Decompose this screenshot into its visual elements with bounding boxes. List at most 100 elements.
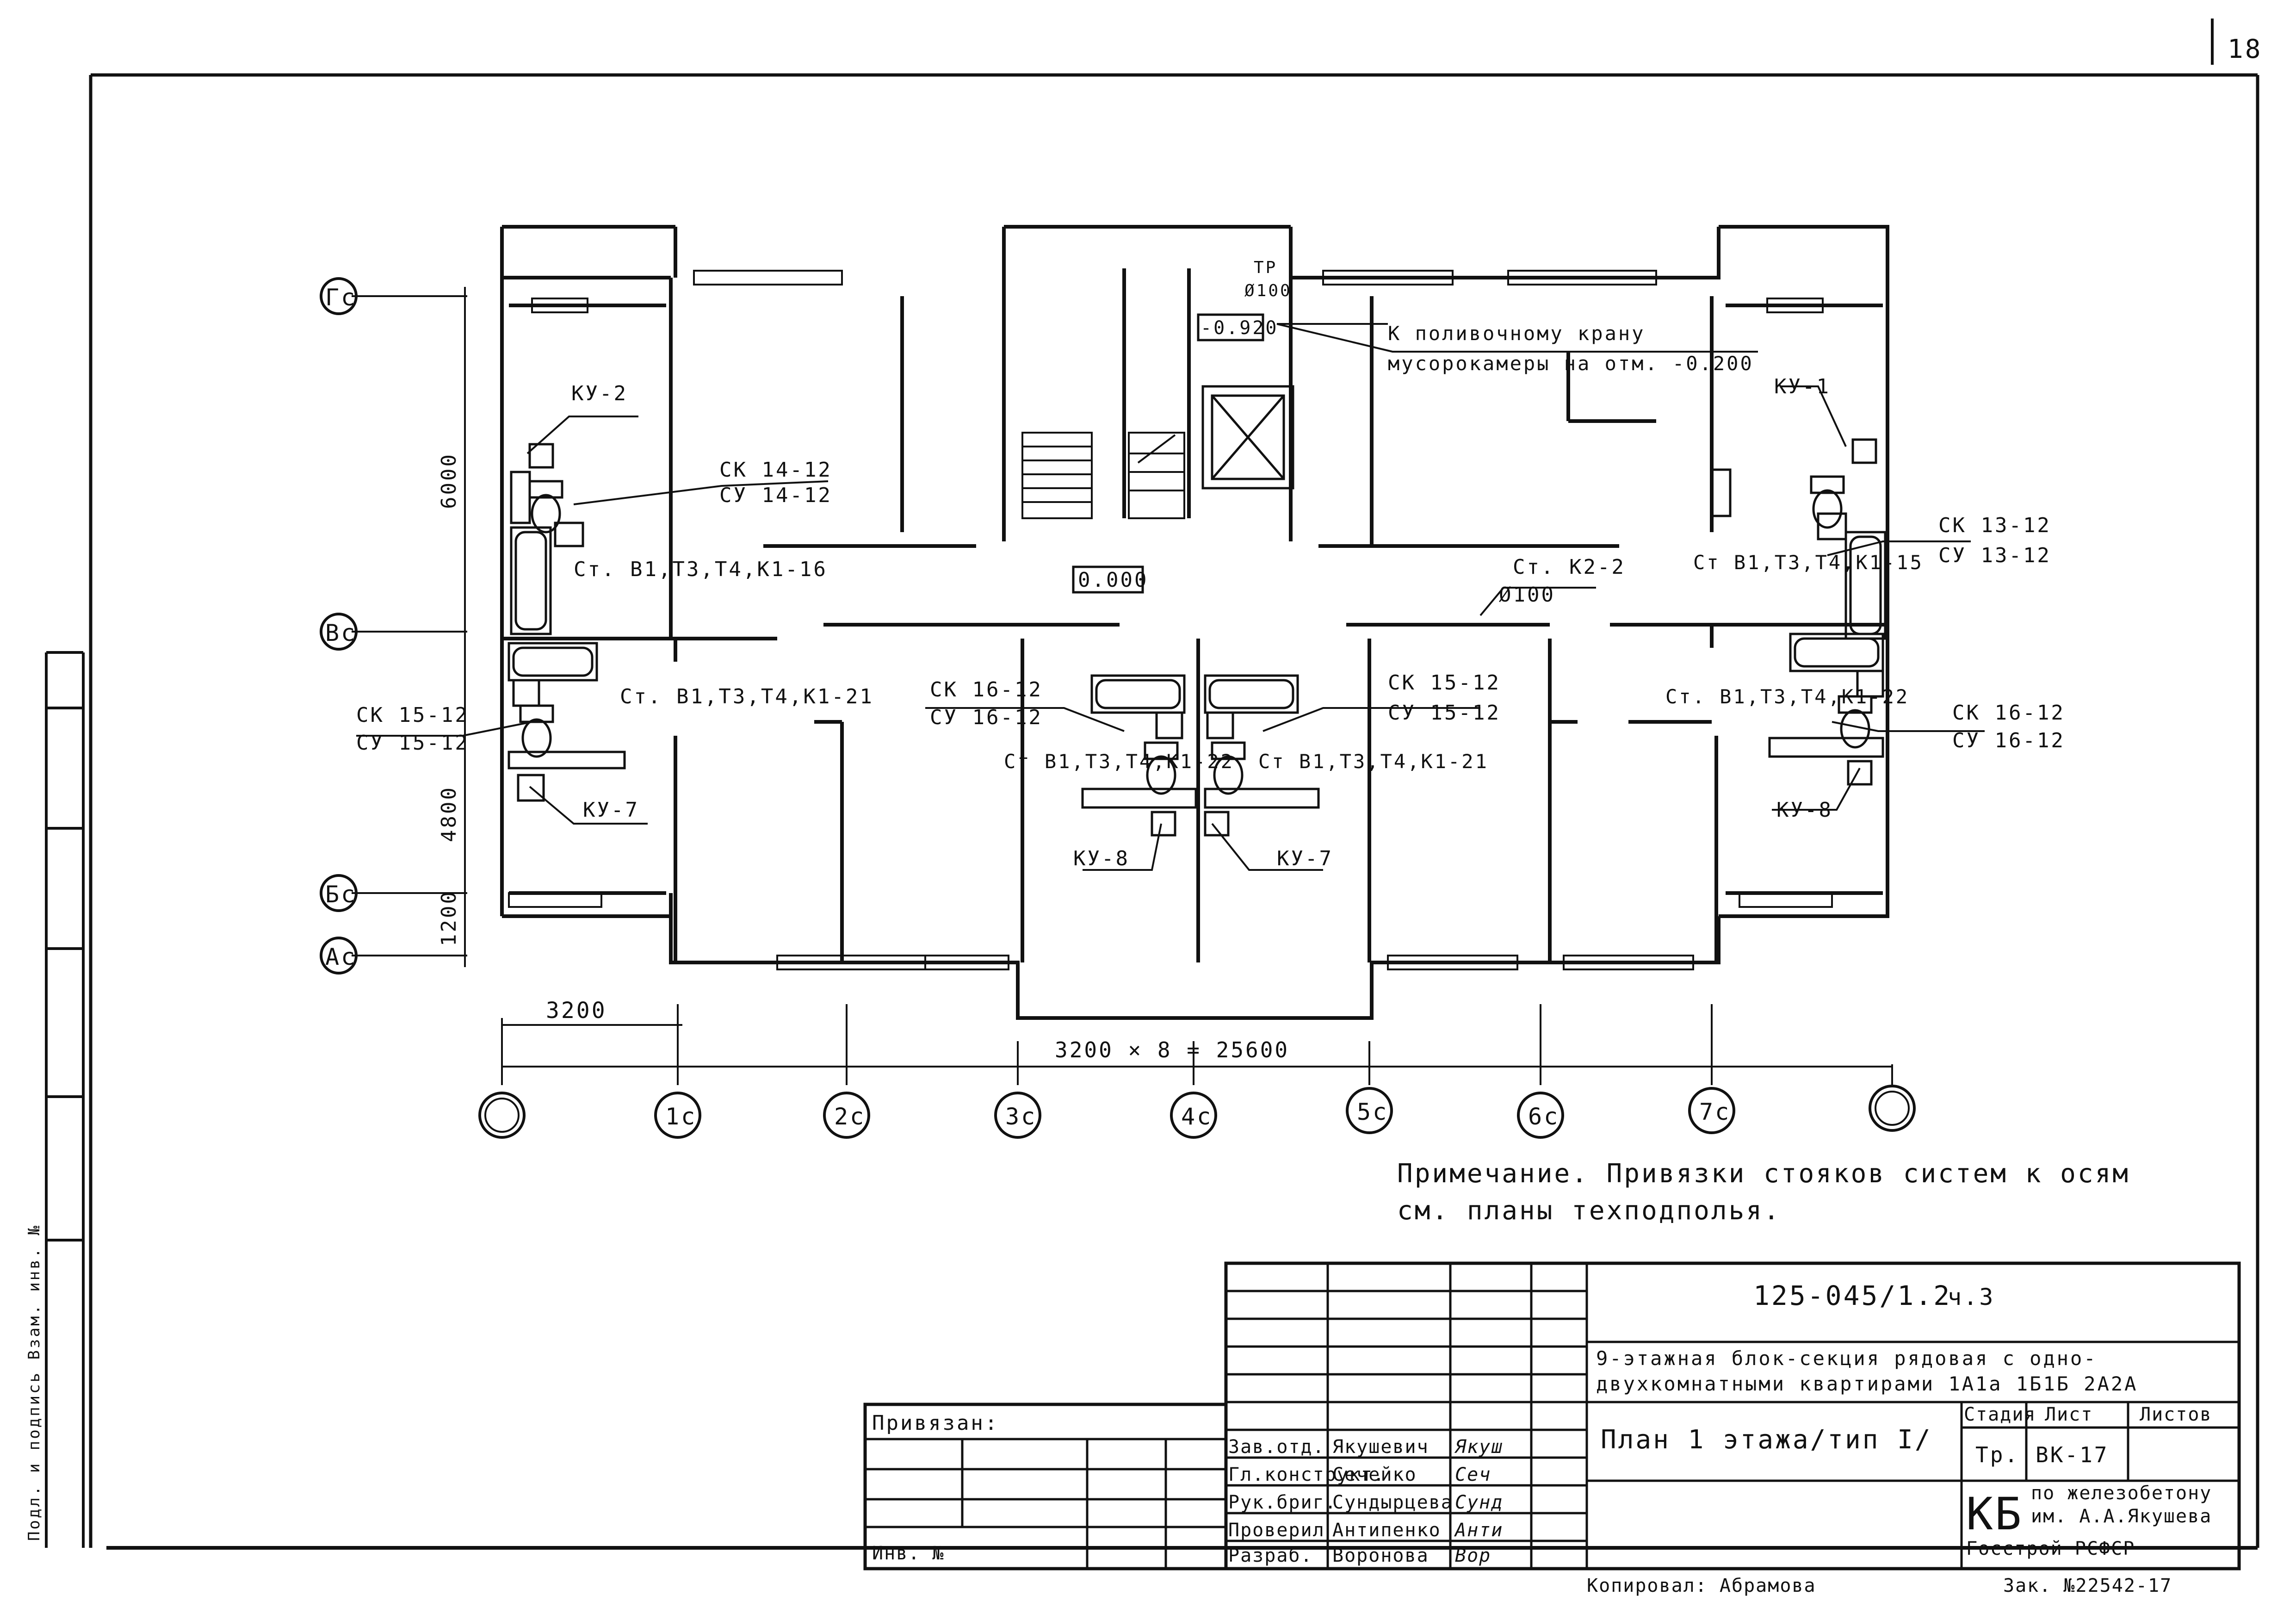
label-su13: СУ 13-12 (1938, 544, 2051, 567)
inv-label: Инв. № (872, 1543, 945, 1564)
axis-label-a: Ас (325, 944, 357, 970)
label-ku8-right: КУ-8 (1776, 798, 1833, 822)
sign-mark-3: Сунд (1455, 1492, 1503, 1513)
label-sk14: СК 14-12 (719, 458, 832, 482)
label-st22-center: Ст В1,Т3,Т4,К1-22 (1004, 750, 1234, 773)
title-line-2: двухкомнатными квартирами 1А1а 1Б1Б 2А2А (1596, 1372, 2138, 1395)
label-su15-left: СУ 15-12 (356, 731, 469, 755)
label-su16-center: СУ 16-12 (930, 706, 1043, 729)
binding-stamp-text: Подл. и подпись Взам. инв. № (25, 1224, 43, 1541)
sheet-frame (89, 19, 2259, 1550)
dim-total: 3200 × 8 = 25600 (1055, 1037, 1289, 1062)
label-tp-diam: Ø100 (1244, 281, 1292, 300)
doc-part: ч.3 (1948, 1284, 1995, 1310)
axis-label-4: 4с (1181, 1103, 1213, 1130)
label-st15: Ст В1,Т3,Т4,К1-15 (1693, 551, 1924, 574)
org-line-1: по железобетону (2031, 1483, 2212, 1504)
label-st21-left: Ст. В1,Т3,Т4,К1-21 (620, 685, 874, 708)
axis-label-b: Бс (325, 881, 357, 908)
label-sk13: СК 13-12 (1938, 514, 2051, 537)
sign-mark-4: Анти (1454, 1520, 1503, 1541)
sign-name-3: Сундырцева (1332, 1492, 1453, 1513)
label-sk16-right: СК 16-12 (1952, 701, 2065, 725)
axis-label-v: Вс (325, 620, 357, 646)
col-sheets: Листов (2140, 1404, 2212, 1425)
sign-role-2: Гл.конструкт. (1228, 1464, 1385, 1485)
label-ku7-center: КУ-7 (1277, 847, 1333, 870)
sign-role-5: Разраб. (1228, 1545, 1313, 1566)
col-stage: Стадия (1964, 1404, 2036, 1425)
label-stk2: Ст. К2-2 (1513, 555, 1626, 579)
label-su16-right: СУ 16-12 (1952, 729, 2065, 752)
title-line-1: 9-этажная блок-секция рядовая с одно- (1596, 1347, 2098, 1370)
sign-role-4: Проверил (1228, 1520, 1325, 1541)
sign-mark-1: Якуш (1454, 1436, 1503, 1458)
sign-name-4: Антипенко (1332, 1520, 1441, 1541)
label-faucet-2: мусорокамеры на отм. -0.200 (1388, 352, 1754, 375)
building-outline (500, 225, 1889, 1020)
pipe-mark-box (1197, 313, 1264, 341)
sign-name-1: Якушевич (1332, 1436, 1429, 1458)
floor-level: 0.000 (1078, 568, 1148, 592)
label-sk15-left: СК 15-12 (356, 703, 469, 727)
pipe-mark: -0.920 (1201, 317, 1279, 339)
bathroom-fixtures (507, 438, 1887, 837)
label-ku7-left: КУ-7 (583, 798, 639, 822)
org-line-3: Госстрой РСФСР (1966, 1538, 2135, 1559)
axis-label-g: Гс (325, 284, 357, 311)
stage-value: Тр. (1975, 1442, 2019, 1467)
note-line-1: Примечание. Привязки стояков систем к ос… (1397, 1159, 2130, 1189)
stair-flight (1021, 432, 1185, 519)
dim-6000: 6000 (437, 453, 461, 509)
axis-label-5: 5с (1357, 1099, 1388, 1125)
dim-1200: 1200 (437, 890, 461, 946)
label-st22-right: Ст. В1,Т3,Т4,К1-22 (1665, 685, 1909, 708)
title-block-grid (863, 1261, 2241, 1571)
sign-role-1: Зав.отд. (1228, 1436, 1325, 1458)
axis-grid (320, 277, 1916, 1139)
sign-mark-2: Сеч (1455, 1464, 1491, 1485)
signature-rows: Зав.отд. Якушевич Якуш Гл.конструкт. Сеч… (1228, 1436, 1503, 1566)
title-block-text: 125-045/1.2 ч.3 9-этажная блок-секция ря… (872, 1280, 2212, 1596)
col-sheet: Лист (2045, 1404, 2093, 1425)
label-ku2: КУ-2 (571, 382, 628, 405)
dim-3200: 3200 (546, 998, 607, 1024)
label-st16: Ст. В1,Т3,Т4,К1-16 (574, 558, 828, 581)
windows (508, 270, 1833, 970)
axis-labels: Гс Вс Бс Ас 1с 2с 3с 4с 5с 6с 7с (325, 284, 1731, 1130)
axis-label-6: 6с (1528, 1103, 1560, 1130)
sign-name-2: Сечейко (1332, 1464, 1417, 1485)
label-su15-center: СУ 15-12 (1388, 701, 1501, 725)
plan-annotations: ТР Ø100 К поливочному крану мусорокамеры… (356, 258, 2065, 870)
label-st21-center: Ст В1,Т3,Т4,К1-21 (1258, 750, 1489, 773)
dim-4800: 4800 (437, 786, 461, 842)
org-line-2: им. А.А.Якушева (2031, 1506, 2212, 1527)
sign-role-3: Рук.бриг. (1228, 1492, 1337, 1513)
sheet-value: ВК-17 (2036, 1442, 2109, 1467)
order-number: Зак. №22542-17 (2003, 1575, 2172, 1596)
axis-label-7: 7с (1699, 1099, 1731, 1125)
axis-label-3: 3с (1005, 1103, 1037, 1130)
binding-strip (45, 651, 85, 1548)
axis-label-2: 2с (834, 1103, 866, 1130)
note-line-2: см. планы техподполья. (1397, 1196, 1781, 1226)
label-sk15-center: СК 15-12 (1388, 671, 1501, 695)
drawing-name: План 1 этажа/тип I/ (1601, 1425, 1932, 1455)
sheet-number: 18 (2228, 34, 2262, 64)
leader-lines (356, 323, 1985, 871)
org-logo: КБ (1966, 1488, 2024, 1540)
label-tp: ТР (1254, 258, 1277, 277)
label-faucet-1: К поливочному крану (1388, 322, 1645, 345)
elevator-shaft (1201, 385, 1294, 490)
bound-label: Привязан: (872, 1411, 999, 1435)
label-sk16-center: СК 16-12 (930, 678, 1043, 701)
floor-level-box (1072, 565, 1144, 594)
label-ku1: КУ-1 (1774, 375, 1831, 398)
axis-label-1: 1с (665, 1103, 697, 1130)
copied-by: Копировал: Абрамова (1587, 1575, 1816, 1596)
label-su14: СУ 14-12 (719, 484, 832, 507)
sign-mark-5: Вор (1455, 1545, 1491, 1566)
doc-code: 125-045/1.2 (1753, 1280, 1951, 1311)
